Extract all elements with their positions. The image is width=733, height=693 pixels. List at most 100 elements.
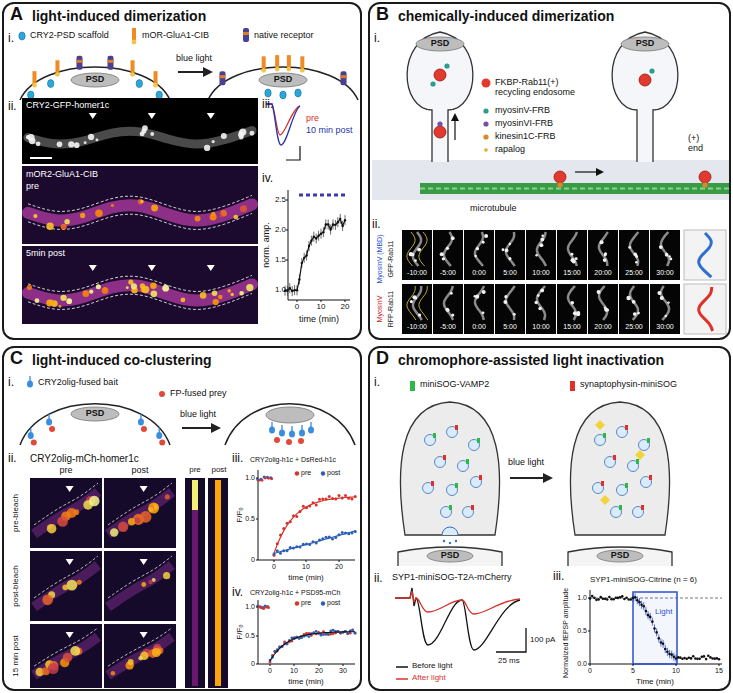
motor-protein [649, 68, 654, 73]
fluorescent-spot [603, 258, 607, 262]
figure-shape [286, 67, 291, 72]
fluorescent-spot [210, 214, 217, 221]
data-point [346, 632, 349, 635]
data-point [328, 495, 331, 498]
image-label: 5min post [26, 249, 65, 259]
error-bar [333, 219, 334, 229]
figure-shape [203, 67, 213, 77]
data-point [270, 477, 273, 480]
figure-shape [279, 430, 285, 437]
legend-text: rapalog [495, 145, 525, 155]
cry2-protein [28, 91, 34, 99]
tick-mark [306, 560, 307, 562]
fluorescent-spot [68, 141, 74, 147]
data-point [327, 633, 330, 636]
axis-tick: 0 [251, 660, 255, 668]
figure-shape [138, 419, 144, 426]
timestamp: -5:00 [440, 323, 456, 331]
fluorescent-spot [57, 141, 63, 147]
figure-shape [132, 40, 137, 45]
axis-tick: 0 [251, 556, 255, 564]
tick-mark [286, 260, 288, 261]
data-point [256, 478, 259, 481]
tick-mark [343, 664, 344, 666]
psd-text: PSD [611, 551, 630, 561]
minisog-tag [601, 481, 604, 486]
fluorescent-spot [657, 291, 661, 295]
data-point [698, 658, 701, 661]
fluorescent-spot [180, 298, 185, 303]
axis-title: Time (min) [636, 678, 674, 687]
fluorescent-spot [570, 253, 573, 256]
data-point [305, 254, 307, 256]
fluorescent-spot [482, 241, 485, 244]
fluorescent-spot [250, 131, 255, 136]
figure-shape [300, 68, 305, 73]
tick-mark [297, 300, 298, 302]
minisog-tag [603, 433, 606, 438]
dendrite-sketch [684, 230, 726, 280]
cry2-protein [295, 89, 301, 97]
minisog-tag [636, 459, 639, 464]
light-burst [595, 420, 605, 430]
dendrite [661, 232, 669, 266]
light-burst [600, 495, 610, 505]
figure-shape [496, 628, 526, 652]
prey-protein [159, 391, 165, 397]
fluorescent-spot [195, 216, 201, 222]
data-point [263, 475, 266, 478]
error-bar [287, 286, 288, 296]
data-point [662, 643, 665, 646]
neurotransmitter [449, 542, 451, 544]
axis-tick: 2.5 [275, 196, 286, 205]
native-receptor [76, 56, 82, 70]
figure-shape [568, 547, 672, 566]
video-frame [526, 284, 556, 334]
error-bar [289, 283, 290, 293]
tick-mark [633, 664, 634, 666]
prey-protein [298, 438, 304, 444]
minisog-tag [471, 505, 474, 510]
fluorescent-spot [64, 219, 69, 224]
error-bar [318, 231, 319, 241]
axis-tick: 10 [672, 667, 680, 675]
panel-title: chromophore-assisted light inactivation [398, 353, 664, 368]
bait-protein [156, 428, 162, 440]
fluorescent-spot [74, 142, 80, 148]
data-line [274, 497, 355, 554]
data-point [632, 597, 635, 600]
data-point [257, 479, 260, 482]
data-point [256, 604, 259, 607]
motor-protein [437, 121, 442, 126]
figure-shape [543, 473, 553, 483]
fluorescent-spot [70, 646, 80, 656]
error-bar [665, 645, 666, 653]
error-bar [323, 227, 324, 237]
legend-text: miniSOG-VAMP2 [420, 380, 489, 390]
figure-shape [32, 71, 36, 83]
data-point [339, 218, 341, 220]
figure-shape [299, 194, 345, 197]
figure-shape [32, 83, 37, 88]
fluorescent-spot [66, 580, 77, 591]
video-frame [433, 230, 463, 280]
fluorescent-spot [73, 509, 79, 515]
fluorescent-spot [451, 236, 455, 240]
legend-icon [410, 381, 415, 391]
video-frame [588, 230, 618, 280]
fluorescent-spot [600, 240, 604, 244]
column-label: post [211, 466, 226, 475]
error-bar [342, 221, 343, 231]
tick-mark [719, 664, 720, 666]
video-frame [619, 284, 649, 334]
timestamp: 30:00 [656, 269, 674, 277]
error-bar [663, 640, 664, 648]
image-label: mOR2-GluA1-CIB [26, 170, 98, 180]
fluorescent-spot [538, 307, 542, 311]
fluorescent-spot [59, 305, 62, 308]
data-point [307, 635, 310, 638]
fluorescent-spot [204, 145, 210, 151]
prey-protein [141, 426, 147, 432]
dendrite-outline [28, 275, 252, 291]
